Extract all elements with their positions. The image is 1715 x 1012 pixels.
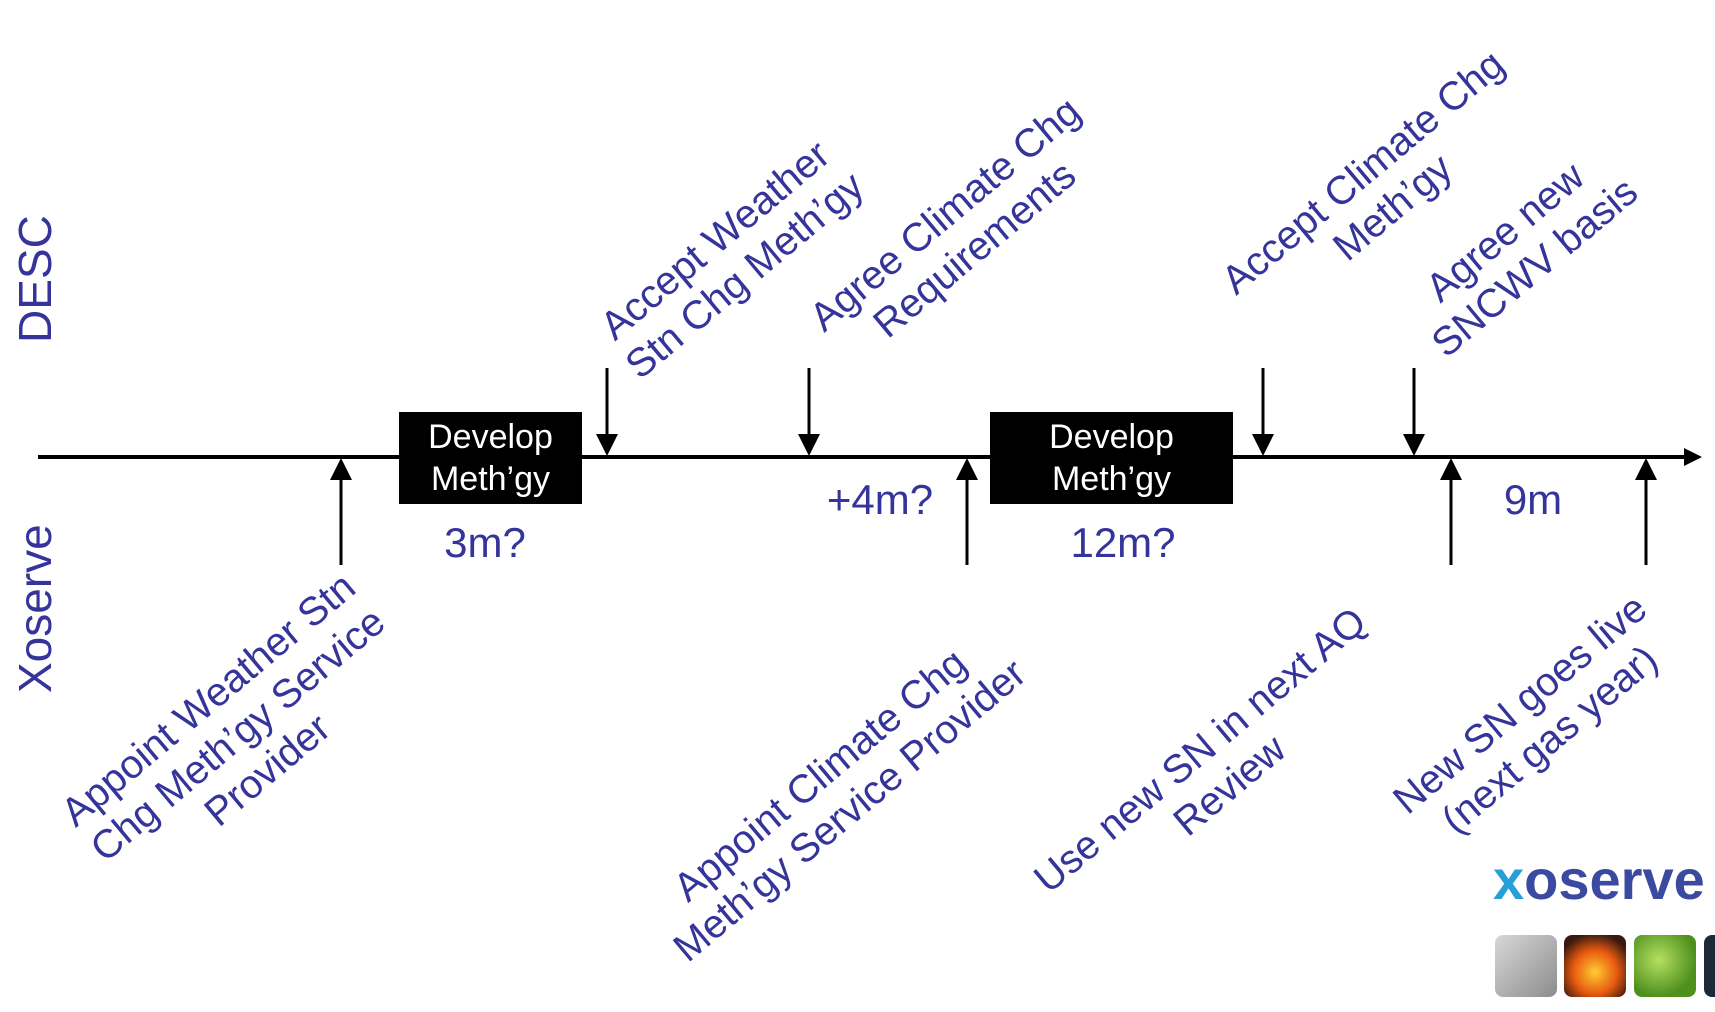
logo-x-mark: x [1493, 848, 1525, 911]
box-line2: Meth’gy [430, 460, 551, 498]
desc-arrow [596, 368, 618, 456]
leaf-thumbnail-icon [1634, 935, 1696, 997]
logo-wordmark: oserve [1524, 848, 1705, 911]
gas-flame-thumbnail-icon [1564, 935, 1626, 997]
xoserve-arrow [330, 458, 352, 565]
xoserve-arrow [956, 458, 978, 565]
timeline-arrowhead [1684, 448, 1702, 466]
xoserve-arrow [1440, 458, 1462, 565]
duration-label: 12m? [1070, 519, 1176, 566]
desc-arrow [1252, 368, 1274, 456]
develop-methodology-box: Develop Meth’gy [399, 412, 582, 504]
desc-arrow [798, 368, 820, 456]
meter-thumbnail-icon [1495, 935, 1557, 997]
box-line1: Develop [1049, 418, 1174, 456]
xoserve-logo: xoserve [1493, 852, 1705, 908]
duration-label: 3m? [444, 519, 526, 566]
box-line1: Develop [428, 418, 553, 456]
xoserve-arrow [1635, 458, 1657, 565]
desc-arrow [1403, 368, 1425, 456]
duration-label: +4m? [826, 476, 934, 523]
dark-thumbnail-icon [1704, 935, 1715, 997]
duration-label: 9m [1503, 476, 1563, 523]
develop-methodology-box: Develop Meth’gy [990, 412, 1233, 504]
box-line2: Meth’gy [1051, 460, 1172, 498]
